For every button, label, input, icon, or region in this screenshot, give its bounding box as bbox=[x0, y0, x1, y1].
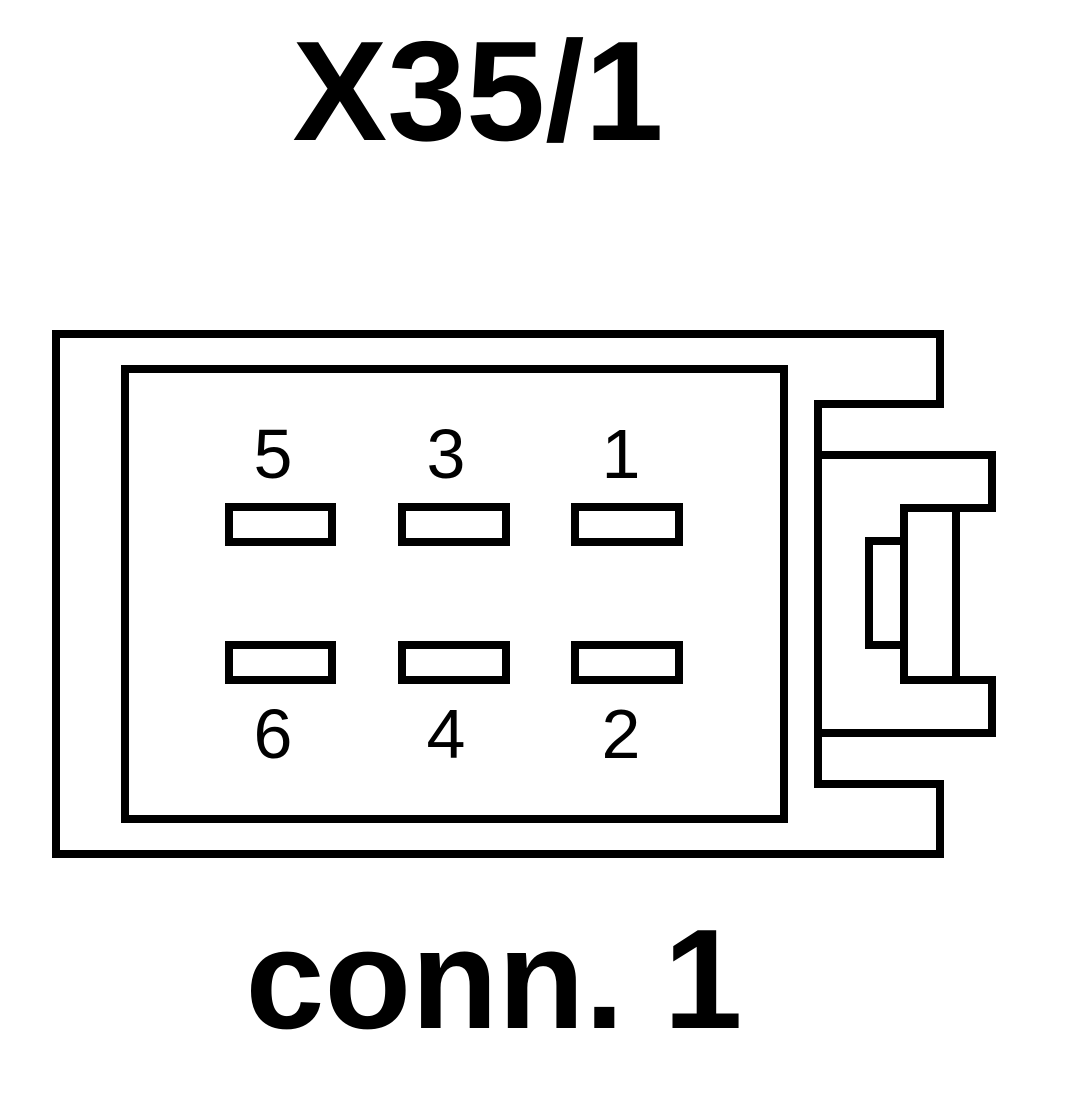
pin-label-1: 1 bbox=[602, 415, 641, 493]
connector-face bbox=[121, 365, 788, 823]
pin-label-5: 5 bbox=[254, 415, 293, 493]
pin-4-terminal bbox=[398, 641, 510, 684]
pin-1-terminal bbox=[571, 503, 683, 546]
connector-name-caption: conn. 1 bbox=[245, 900, 742, 1059]
latch-button bbox=[865, 537, 908, 649]
pin-6-terminal bbox=[225, 641, 336, 684]
pin-5-terminal bbox=[225, 503, 336, 546]
pin-label-6: 6 bbox=[254, 695, 293, 773]
pin-2-terminal bbox=[571, 641, 683, 684]
pin-label-3: 3 bbox=[427, 415, 466, 493]
pin-label-2: 2 bbox=[602, 695, 641, 773]
pin-3-terminal bbox=[398, 503, 510, 546]
pin-label-4: 4 bbox=[427, 695, 466, 773]
connector-id-title: X35/1 bbox=[292, 12, 663, 171]
latch-tab bbox=[900, 504, 960, 684]
